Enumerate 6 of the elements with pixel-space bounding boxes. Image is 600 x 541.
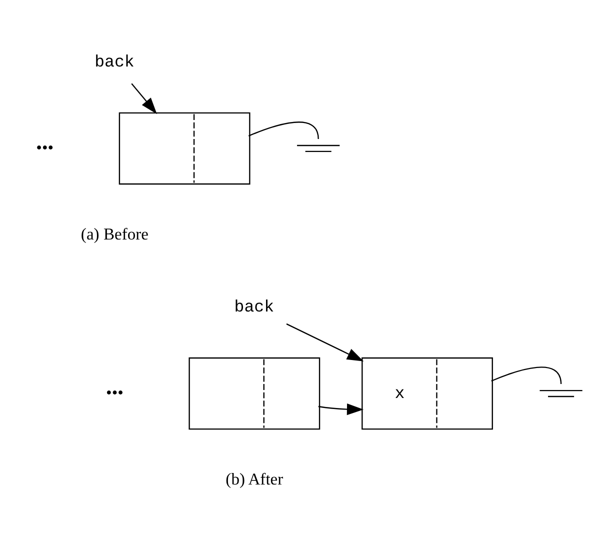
node-text: back <box>94 52 134 71</box>
node-text: back <box>234 296 274 316</box>
label: (a) Before <box>80 224 149 243</box>
label: ••• <box>106 382 124 402</box>
label: ••• <box>36 137 54 156</box>
label: (b) After <box>226 468 284 488</box>
